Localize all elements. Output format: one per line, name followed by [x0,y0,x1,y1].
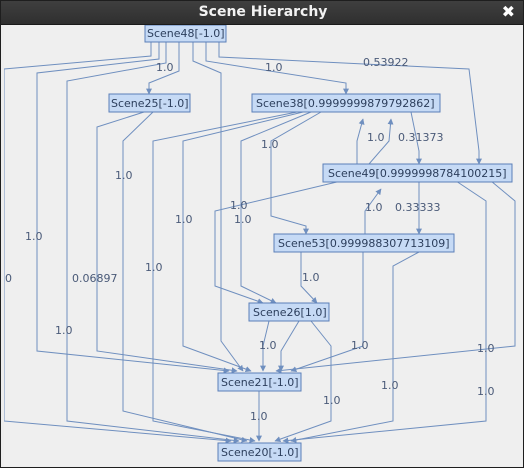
edge-25-20 [122,111,248,443]
close-icon[interactable]: ✖ [501,2,515,21]
edge-label: 0 [5,272,12,285]
node-scene21[interactable]: Scene21[-1.0] [217,372,302,392]
node-label: Scene49[0.9999998784100215] [328,167,507,180]
edge-48-20-left [4,42,232,444]
edge-label: 1.0 [265,61,283,74]
edge-49-26 [214,180,342,305]
edge-49-38-up2 [368,118,394,165]
edge-26-21-b [278,320,300,372]
node-label: Scene53[0.999988307713109] [278,237,450,250]
edge-49-20 [282,180,487,444]
node-label: Scene20[-1.0] [221,446,299,459]
node-scene25[interactable]: Scene25[-1.0] [108,93,191,113]
edge-53-49-up [364,188,382,234]
edge-48-25 [146,42,180,95]
edge-label: 1.0 [367,131,385,144]
edge-label: 1.0 [259,339,277,352]
edge-label: 0.53922 [363,56,409,69]
edge-label: 1.0 [250,410,268,423]
node-scene48[interactable]: Scene48[-1.0] [144,25,227,43]
edge-label: 0.33333 [395,201,441,214]
node-scene38[interactable]: Scene38[0.9999999879792862] [251,93,441,113]
edge-label: 1.0 [156,61,174,74]
edge-label: 1.0 [365,201,383,214]
edge-48-21-left [36,42,230,374]
edge-label: 1.0 [230,199,248,212]
edge-label: 1.0 [302,271,320,284]
edge-53-20 [290,251,420,443]
title-bar[interactable]: Scene Hierarchy ✖ [1,1,523,25]
graph-edges [4,42,516,444]
node-scene20[interactable]: Scene20[-1.0] [217,442,302,462]
edge-label: 1.0 [175,213,193,226]
edge-label: 1.0 [25,230,43,243]
edge-label: 1.0 [145,261,163,274]
edge-48-38 [205,42,349,95]
node-scene49[interactable]: Scene49[0.9999998784100215] [322,163,513,183]
edge-48-49 [218,42,482,165]
edge-label: 0.31373 [398,131,444,144]
node-label: Scene26[1.0] [253,306,327,319]
edge-label: 1.0 [55,324,73,337]
edge-label: 1.0 [477,385,495,398]
hierarchy-graph: 1.0 1.0 0.53922 1.0 0.31373 1.0 1.0 1.0 … [4,25,516,462]
window-title: Scene Hierarchy [198,4,328,20]
node-label: Scene25[-1.0] [111,97,189,110]
edge-48-20-mid [66,42,240,444]
edge-49-21 [275,180,516,374]
edge-53-26 [300,252,318,304]
graph-canvas: 1.0 1.0 0.53922 1.0 0.31373 1.0 1.0 1.0 … [4,25,522,466]
edge-labels: 1.0 1.0 0.53922 1.0 0.31373 1.0 1.0 1.0 … [5,56,495,423]
edge-label: 1.0 [115,169,133,182]
edge-label: 0.06897 [72,272,118,285]
node-scene53[interactable]: Scene53[0.999988307713109] [273,233,455,253]
edge-38-21 [182,111,304,372]
edge-53-21 [290,252,364,373]
edge-49-38-up [356,118,365,164]
edge-label: 1.0 [234,213,252,226]
edge-48-21-mid [192,42,244,372]
edge-38-20 [152,111,298,443]
edge-label: 1.0 [381,379,399,392]
node-scene26[interactable]: Scene26[1.0] [248,302,330,322]
edge-label: 1.0 [261,138,279,151]
edge-38-49 [410,111,422,165]
edge-label: 1.0 [323,394,341,407]
edge-26-21-a [260,320,270,372]
node-label: Scene48[-1.0] [147,27,225,40]
node-label: Scene38[0.9999999879792862] [256,97,435,110]
edge-38-53 [270,111,322,235]
edge-label: 1.0 [477,342,495,355]
edge-label: 1.0 [351,339,369,352]
node-label: Scene21[-1.0] [221,376,299,389]
edge-26-20 [274,320,332,443]
edge-38-26a [240,111,312,304]
edge-25-21 [96,111,238,374]
